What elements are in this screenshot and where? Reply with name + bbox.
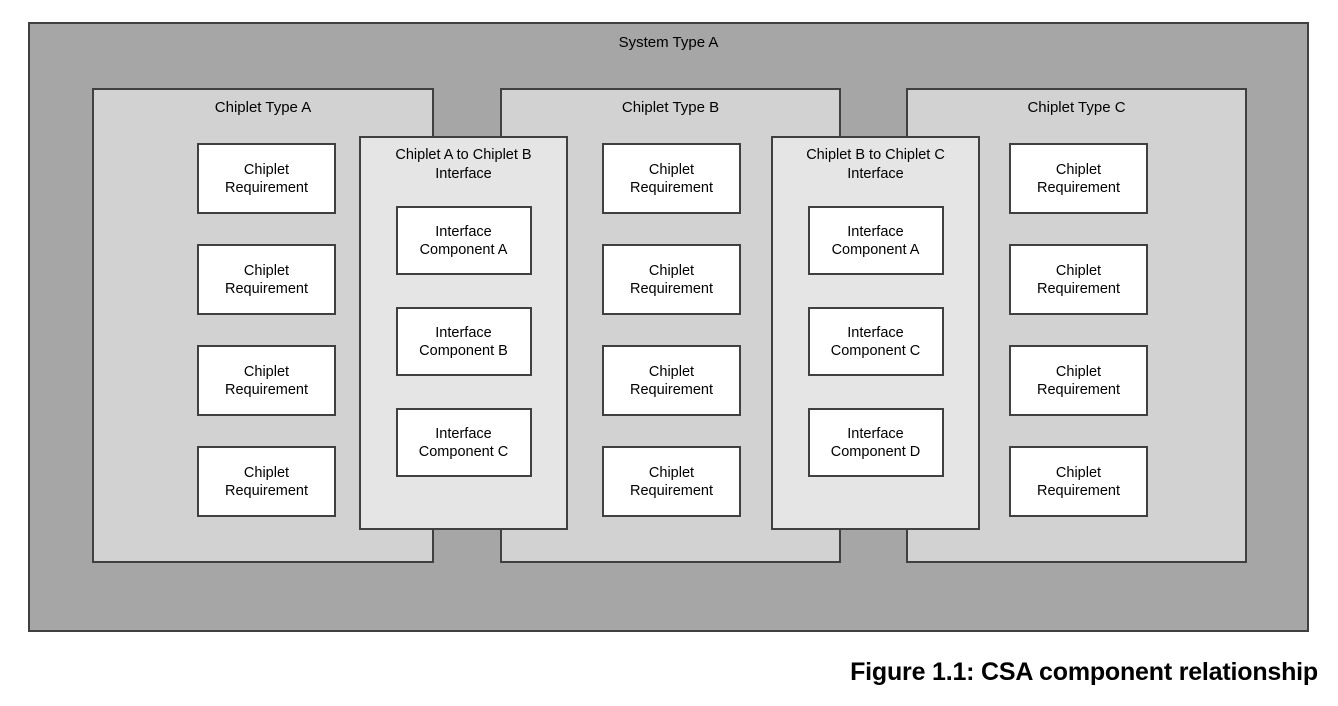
chiplet-type-a-title: Chiplet Type A [214,99,312,116]
figure-caption: Figure 1.1: CSA component relationship [850,658,1318,686]
system-title: System Type A [618,34,719,51]
chiplet-type-c-title: Chiplet Type C [1027,99,1126,116]
chiplet-type-b-title: Chiplet Type B [621,99,720,116]
